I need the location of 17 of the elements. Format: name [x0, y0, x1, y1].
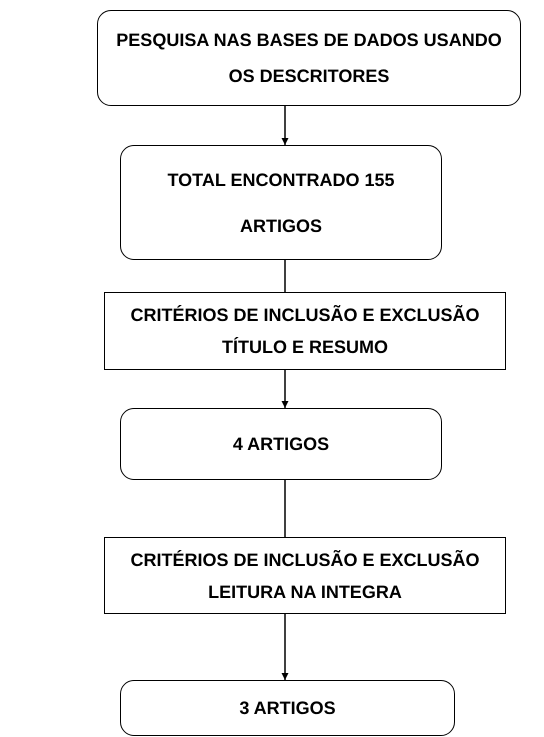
arrow: [282, 614, 288, 680]
rounded-process-box: [97, 10, 521, 106]
rounded-process-box: [120, 680, 455, 736]
connector-line: [284, 260, 286, 292]
rounded-process-box: [120, 408, 442, 480]
box-text: 4 ARTIGOS: [232, 433, 330, 456]
box-text: CRITÉRIOS DE INCLUSÃO E EXCLUSÃO LEITURA NA INTEGRA: [129, 548, 481, 604]
box-text: PESQUISA NAS BASES DE DADOS USANDO OS DESCRITORES: [115, 29, 503, 88]
box-text: 3 ARTIGOS: [239, 697, 336, 720]
box-text: TOTAL ENCONTRADO 155 ARTIGOS: [166, 168, 396, 238]
box-text: CRITÉRIOS DE INCLUSÃO E EXCLUSÃO TÍTULO E RESUMO: [129, 304, 481, 359]
process-box: [104, 292, 506, 370]
process-box: [104, 537, 506, 614]
connector-line: [284, 480, 286, 537]
arrow: [282, 370, 288, 408]
arrow: [282, 106, 288, 145]
rounded-process-box: [120, 145, 442, 260]
